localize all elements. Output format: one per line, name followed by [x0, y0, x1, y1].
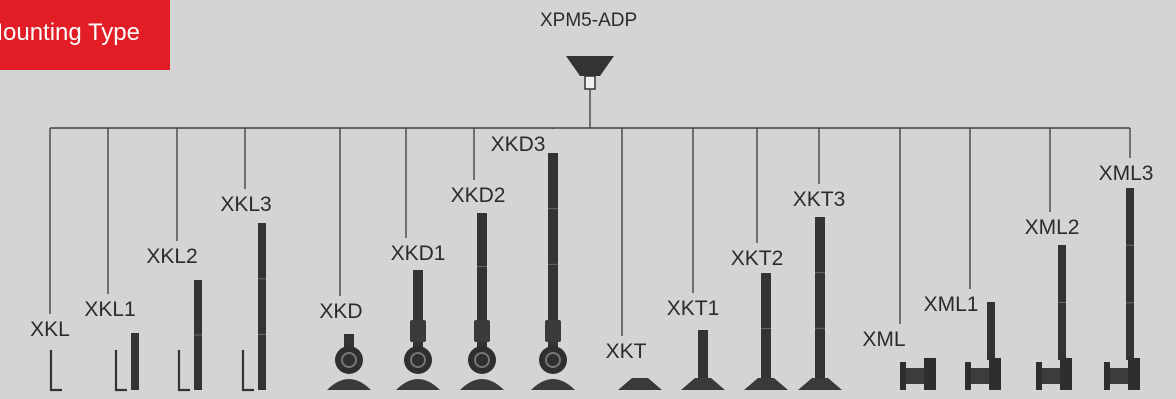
l-bracket-icon — [49, 350, 62, 392]
pole-collar — [410, 320, 426, 342]
mount-label-xkt: XKT — [605, 340, 647, 363]
mount-xkd3 — [531, 128, 575, 390]
mount-xkl — [49, 128, 62, 392]
dome-base-icon — [531, 379, 575, 390]
wall-bracket-icon — [1128, 358, 1140, 390]
mount-label-xkt3: XKT3 — [792, 188, 846, 211]
mount-xkt2 — [744, 128, 788, 390]
pole — [131, 333, 139, 390]
swivel-joint — [404, 346, 432, 374]
mount-label-xkd2: XKD2 — [450, 184, 506, 207]
pole — [987, 302, 995, 360]
funnel-top — [566, 56, 614, 76]
mount-xml1 — [965, 128, 1001, 390]
mount-xml3 — [1104, 128, 1140, 390]
mount-label-xml2: XML2 — [1024, 216, 1080, 239]
flat-base-icon — [798, 378, 842, 390]
mount-label-xkd1: XKD1 — [390, 242, 446, 265]
pole — [258, 223, 266, 390]
swivel-ring — [341, 352, 357, 368]
l-bracket-icon — [177, 350, 190, 392]
wall-arm — [906, 368, 926, 384]
funnel-adapter-icon — [566, 56, 614, 90]
swivel-joint — [468, 346, 496, 374]
wall-bracket-icon — [989, 358, 1001, 390]
mount-xkt1 — [681, 128, 725, 390]
mount-xkd2 — [460, 128, 504, 390]
mount-label-xml1: XML1 — [923, 293, 979, 316]
banner-title: Mounting Type — [0, 19, 140, 46]
l-bracket-icon — [114, 350, 127, 392]
mount-label-xkl1: XKL1 — [84, 298, 136, 321]
pole — [815, 217, 825, 384]
mounting-type-banner: Mounting Type — [0, 0, 170, 70]
dome-base-icon — [327, 379, 371, 390]
mount-xml — [899, 128, 936, 390]
root-label: XPM5-ADP — [540, 10, 638, 31]
mount-label-xml: XML — [862, 328, 906, 351]
pole — [413, 270, 423, 348]
mount-label-xkd: XKD — [319, 300, 363, 323]
mount-xkt — [618, 128, 662, 390]
mount-label-xkd3: XKD3 — [490, 133, 546, 156]
mount-label-xkt2: XKT2 — [730, 247, 784, 270]
wall-bracket-icon — [924, 358, 936, 390]
pole-collar — [474, 320, 490, 342]
flat-base-icon — [618, 378, 662, 390]
dome-base-icon — [460, 379, 504, 390]
swivel-ring — [474, 352, 490, 368]
dome-base-icon — [396, 379, 440, 390]
mount-xml2 — [1036, 128, 1072, 390]
pole — [1126, 188, 1134, 360]
pole-collar — [545, 320, 561, 342]
mount-xkd1 — [396, 128, 440, 390]
wall-plate — [1104, 362, 1110, 390]
wall-bracket-icon — [1060, 358, 1072, 390]
l-bracket-icon — [241, 350, 254, 392]
swivel-ring — [545, 352, 561, 368]
wall-plate — [1036, 362, 1042, 390]
flat-base-icon — [681, 378, 725, 390]
wall-arm — [1110, 368, 1130, 384]
mount-label-xkl2: XKL2 — [146, 245, 198, 268]
pole — [548, 153, 558, 348]
funnel-stem — [584, 75, 596, 90]
mount-xkl3 — [241, 128, 266, 392]
flat-base-icon — [744, 378, 788, 390]
mount-label-xkl: XKL — [30, 318, 70, 341]
wall-arm — [1042, 368, 1062, 384]
swivel-joint — [335, 346, 363, 374]
mount-label-xml3: XML3 — [1098, 162, 1154, 185]
pole — [477, 213, 487, 348]
mount-label-xkt1: XKT1 — [666, 297, 720, 320]
wall-plate — [965, 362, 971, 390]
swivel-joint — [539, 346, 567, 374]
mount-xkd — [327, 128, 371, 390]
wall-arm — [971, 368, 991, 384]
mount-xkt3 — [798, 128, 842, 390]
mount-xkl1 — [107, 128, 139, 392]
mount-xkl2 — [176, 128, 202, 392]
mount-label-xkl3: XKL3 — [220, 193, 272, 216]
wall-plate — [900, 362, 906, 390]
pole — [698, 330, 708, 384]
swivel-ring — [410, 352, 426, 368]
